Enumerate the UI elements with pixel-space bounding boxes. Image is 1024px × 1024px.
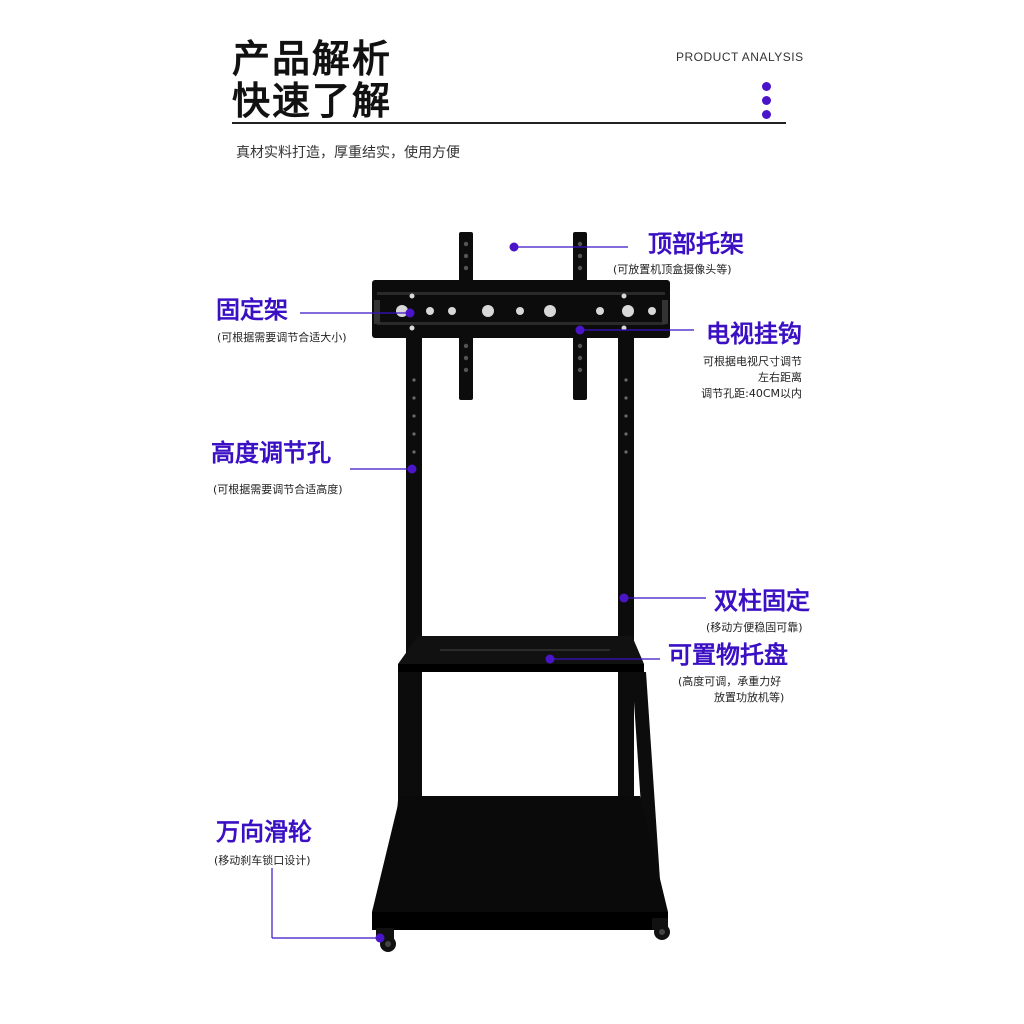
label-fixed-frame: 固定架 xyxy=(216,296,288,324)
note-line: (高度可调，承重力好 xyxy=(678,675,782,688)
note-tv-hook: 可根据电视尺寸调节 左右距离 调节孔距:40CM以内 xyxy=(690,354,802,402)
dots-icon xyxy=(762,82,771,124)
page-title-line2: 快速了解 xyxy=(232,79,393,123)
subtitle: 真材实料打造，厚重结实，使用方便 xyxy=(236,145,460,161)
tray xyxy=(398,636,644,672)
callout-dots xyxy=(375,242,629,943)
note-line: 调节孔距:40CM以内 xyxy=(701,386,802,400)
label-casters: 万向滑轮 xyxy=(216,818,312,846)
note-tray: (高度可调，承重力好 放置功放机等) xyxy=(678,674,784,706)
base-platform xyxy=(372,796,668,930)
columns xyxy=(406,338,634,818)
label-height-holes: 高度调节孔 xyxy=(211,439,331,467)
fixed-frame xyxy=(372,280,670,338)
english-title: PRODUCT ANALYSIS xyxy=(676,50,804,64)
header-divider xyxy=(232,122,786,124)
note-line: 可根据电视尺寸调节 xyxy=(703,355,802,368)
label-tv-hook: 电视挂钩 xyxy=(706,320,802,348)
label-double-column: 双柱固定 xyxy=(714,587,810,615)
note-line: 左右距离 xyxy=(758,370,802,384)
label-tray: 可置物托盘 xyxy=(668,641,788,669)
page-title: 产品解析 xyxy=(232,37,393,81)
label-top-bracket: 顶部托架 xyxy=(648,230,744,258)
note-line: 放置功放机等) xyxy=(714,690,785,704)
callout-lines xyxy=(271,246,706,939)
note-casters: (移动刹车锁口设计) xyxy=(214,854,311,867)
note-height-holes: (可根据需要调节合适高度) xyxy=(213,483,343,496)
note-top-bracket: (可放置机顶盒摄像头等) xyxy=(613,263,732,276)
note-fixed-frame: (可根据需要调节合适大小) xyxy=(217,331,347,344)
note-double-column: (移动方便稳固可靠) xyxy=(706,621,803,634)
